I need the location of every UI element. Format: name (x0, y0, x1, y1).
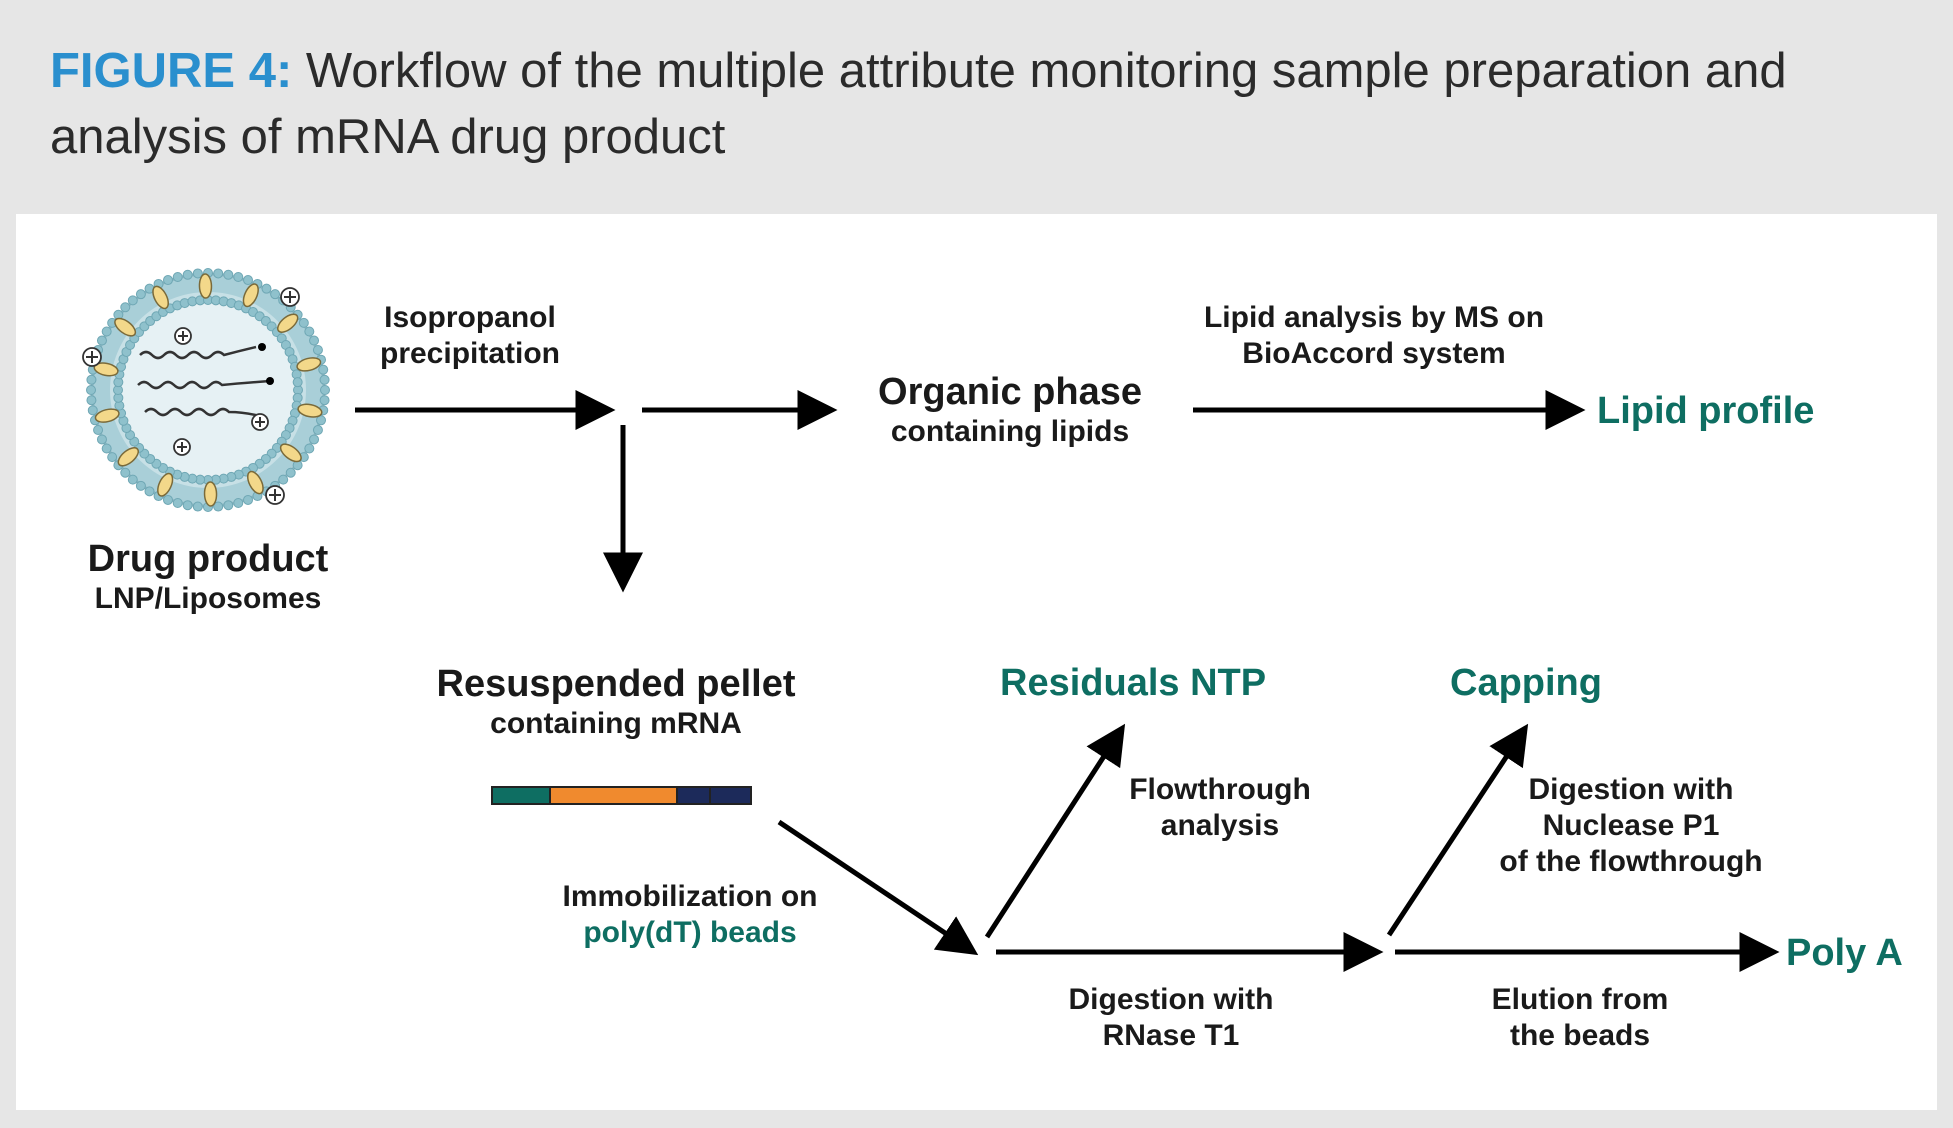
nuclease-p1-step-label: Digestion with Nuclease P1 of the flowth… (1499, 773, 1763, 878)
lipid-analysis-step-label: Lipid analysis by MS on BioAccord system (1203, 301, 1545, 370)
mrna-bar (491, 786, 752, 805)
rnase-t1-step-label: Digestion with RNase T1 (1068, 983, 1274, 1052)
capping-output: Capping (1450, 662, 1602, 704)
arrow-to-beads (777, 819, 979, 956)
figure-title: Workflow of the multiple attribute monit… (50, 44, 1787, 164)
mrna-strands-icon (137, 345, 271, 420)
isopropanol-step-label: Isopropanol precipitation (379, 301, 561, 370)
flowthrough-step-label: Flowthrough analysis (1129, 773, 1311, 842)
organic-phase-label: Organic phase containing lipids (878, 371, 1142, 448)
immobilization-step-label: Immobilization on poly(dT) beads (562, 880, 818, 949)
diagram-panel (16, 214, 1937, 1110)
arrow-to-capping (1386, 723, 1529, 937)
figure-header: FIGURE 4: Workflow of the multiple attri… (50, 38, 1910, 170)
lipid-profile-output: Lipid profile (1597, 390, 1815, 432)
drug-product-label: Drug product LNP/Liposomes (87, 538, 329, 615)
figure-label: FIGURE 4: (50, 44, 293, 98)
pellet-label: Resuspended pellet containing mRNA (436, 663, 796, 740)
elution-step-label: Elution from the beads (1491, 983, 1669, 1052)
liposome-illustration (82, 268, 330, 512)
poly-a-output: Poly A (1786, 932, 1903, 974)
arrow-to-residuals (984, 723, 1126, 939)
residuals-ntp-output: Residuals NTP (1000, 662, 1267, 704)
flow-arrows (355, 390, 1780, 972)
